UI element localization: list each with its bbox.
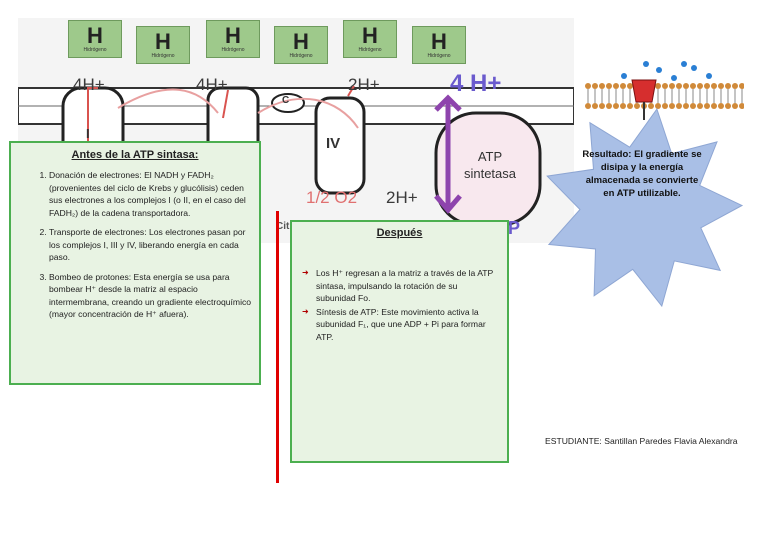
before-list: Donación de electrones: El NADH y FADH₂ …	[11, 169, 259, 321]
phospholipid-head	[627, 83, 633, 89]
list-item-text: Síntesis de ATP: Este movimiento activa …	[316, 306, 486, 342]
phospholipid-head	[613, 83, 619, 89]
hydrogen-caption: Hidrógeno	[151, 53, 175, 59]
after-list: ➜ Los H⁺ regresan a la matriz a través d…	[292, 267, 507, 343]
phospholipid-head	[634, 103, 640, 109]
complex-iv-label: IV	[326, 135, 341, 152]
phospholipid-head	[739, 83, 744, 89]
phospholipid-head	[690, 83, 696, 89]
complex-i-label: I	[86, 126, 90, 141]
list-item: Transporte de electrones: Los electrones…	[49, 226, 253, 264]
phospholipid-head	[683, 83, 689, 89]
proton-label: 2H+	[348, 75, 380, 94]
phospholipid-head	[592, 103, 598, 109]
phospholipid-head	[662, 103, 668, 109]
membrane-channel-illustration	[585, 61, 744, 120]
hydrogen-tile: H Hidrógeno	[274, 26, 328, 64]
hydrogen-caption: Hidrógeno	[427, 53, 451, 59]
phospholipid-head	[599, 83, 605, 89]
hydrogen-caption: Hidrógeno	[221, 47, 245, 53]
phospholipid-head	[655, 103, 661, 109]
phospholipid-head	[613, 103, 619, 109]
hydrogen-symbol: H	[225, 23, 241, 48]
cut-text-left: Cit	[276, 221, 290, 232]
divider-line	[276, 211, 279, 483]
phospholipid-head	[711, 83, 717, 89]
phospholipid-head	[599, 103, 605, 109]
hydrogen-symbol: H	[87, 23, 103, 48]
list-item-text: Los H⁺ regresan a la matriz a través de …	[316, 268, 494, 303]
before-title: Antes de la ATP sintasa:	[71, 149, 199, 161]
phospholipid-head	[585, 83, 591, 89]
proton-label: 4H+	[73, 75, 105, 94]
arrow-bullet-icon: ➜	[302, 268, 309, 277]
after-box: Después ➜ Los H⁺ regresan a la matriz a …	[290, 220, 509, 463]
phospholipid-head	[732, 83, 738, 89]
hydrogen-symbol: H	[362, 23, 378, 48]
oxygen-label: 1/2 O2	[306, 188, 358, 207]
phospholipid-head	[669, 83, 675, 89]
phospholipid-head	[739, 103, 744, 109]
phospholipid-head	[669, 103, 675, 109]
hydrogen-tile: H Hidrógeno	[343, 20, 397, 58]
cut-text-right: P	[508, 218, 521, 238]
membrane-drawing	[18, 85, 574, 227]
phospholipid-head	[704, 83, 710, 89]
phospholipid-head	[620, 103, 626, 109]
phospholipid-head	[676, 103, 682, 109]
hydrogen-caption: Hidrógeno	[83, 47, 107, 53]
atp-synthase-label: ATP sintetasa	[463, 149, 517, 181]
phospholipid-head	[704, 103, 710, 109]
hydrogen-symbol: H	[155, 29, 171, 54]
phospholipid-head	[592, 83, 598, 89]
before-atp-synthase-box: Antes de la ATP sintasa: Donación de ele…	[9, 141, 261, 385]
phospholipid-head	[627, 103, 633, 109]
list-item: ➜ Los H⁺ regresan a la matriz a través d…	[302, 267, 499, 305]
phospholipid-head	[606, 103, 612, 109]
phospholipid-head	[606, 83, 612, 89]
phospholipid-head	[662, 83, 668, 89]
starburst-shape	[546, 108, 744, 308]
phospholipid-head	[690, 103, 696, 109]
hydrogen-tile: H Hidrógeno	[68, 20, 122, 58]
list-item: Bombeo de protones: Esta energía se usa …	[49, 271, 253, 321]
hydrogen-tile: H Hidrógeno	[206, 20, 260, 58]
cytochrome-c-label: C	[282, 95, 290, 106]
hydrogen-tile: H Hidrógeno	[136, 26, 190, 64]
phospholipid-head	[732, 103, 738, 109]
hydrogen-symbol: H	[293, 29, 309, 54]
student-name: ESTUDIANTE: Santillan Paredes Flavia Ale…	[545, 436, 738, 446]
phospholipid-head	[718, 103, 724, 109]
phospholipid-head	[725, 103, 731, 109]
proton-label: 4H+	[196, 75, 228, 94]
arrow-bullet-icon: ➜	[302, 306, 309, 316]
hydrogen-caption: Hidrógeno	[358, 47, 382, 53]
phospholipid-head	[697, 83, 703, 89]
phospholipid-head	[711, 103, 717, 109]
list-item: Donación de electrones: El NADH y FADH₂ …	[49, 169, 253, 219]
result-text: Resultado: El gradiente se disipa y la e…	[582, 149, 702, 199]
phospholipid-head	[697, 103, 703, 109]
phospholipid-head	[648, 103, 654, 109]
proton-label-2h: 2H+	[386, 188, 418, 207]
phospholipid-head	[620, 83, 626, 89]
phospholipid-head	[676, 83, 682, 89]
result-starburst: Resultado: El gradiente se disipa y la e…	[542, 108, 762, 323]
hydrogen-tile: H Hidrógeno	[412, 26, 466, 64]
list-item: ➜ Síntesis de ATP: Este movimiento activ…	[302, 306, 499, 344]
phospholipid-head	[718, 83, 724, 89]
proton-label-large: 4 H+	[450, 70, 502, 97]
phospholipid-head	[655, 83, 661, 89]
phospholipid-head	[725, 83, 731, 89]
phospholipid-head	[585, 103, 591, 109]
hydrogen-caption: Hidrógeno	[289, 53, 313, 59]
phospholipid-head	[683, 103, 689, 109]
hydrogen-symbol: H	[431, 29, 447, 54]
after-title: Después	[376, 227, 423, 239]
